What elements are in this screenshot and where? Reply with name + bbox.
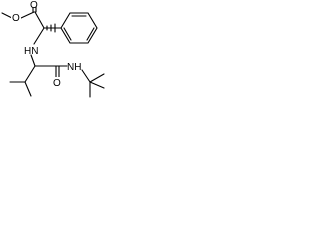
amide-nh-label: NH: [67, 62, 81, 73]
bond-alpha-nh: [33, 27, 45, 45]
carbonyl-oxygen-label: O: [30, 0, 38, 11]
bond-carbonyl-alpha: [34, 11, 45, 29]
phenyl-inner-bond-2: [86, 27, 95, 41]
ester-oxygen-label: O: [12, 13, 20, 24]
stereo-hash: [46, 23, 56, 33]
structure-diagram: O O HN O NH: [1, 0, 105, 98]
bond-methyl-o: [1, 12, 13, 19]
bond-tbutyl-me1: [89, 73, 105, 83]
phenyl-inner-bond-3: [63, 27, 72, 41]
bond-o-carbonyl: [20, 11, 35, 19]
bond-nh-valine: [30, 54, 36, 67]
bond-valine-isopropyl: [24, 65, 36, 83]
atom-labels: O O HN O NH: [11, 0, 81, 89]
phenyl-ring: [60, 12, 98, 44]
bond-nh-tbutyl: [81, 69, 91, 83]
amine-nh-label: HN: [24, 46, 38, 57]
bond-isopropyl-me2: [24, 81, 32, 97]
bond-tbutyl-me2: [89, 81, 105, 89]
phenyl-ring-outline: [60, 12, 98, 44]
amide-oxygen-label: O: [53, 78, 61, 89]
